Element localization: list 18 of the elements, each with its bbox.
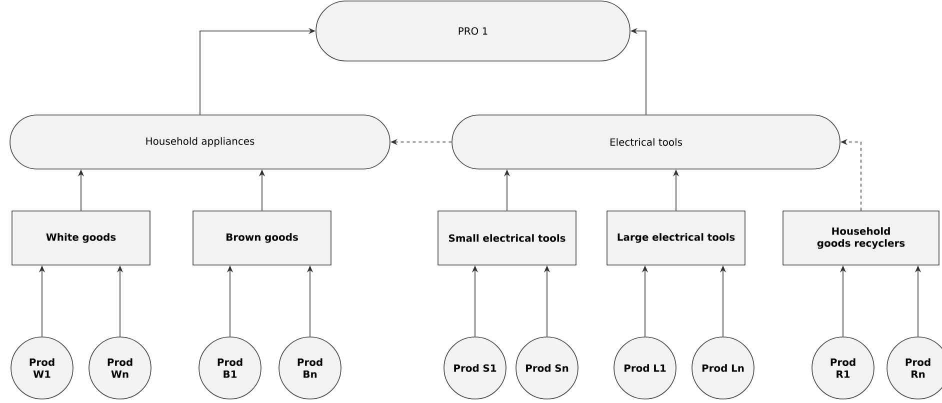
category-box: Brown goods [192, 210, 332, 266]
rounded-box: PRO 1 [316, 0, 630, 62]
circle-node: Prod R1 [812, 336, 874, 400]
circle-node: Prod Sn [516, 336, 578, 400]
circle-node: Prod L1 [614, 336, 676, 400]
circle-node: Prod Ln [692, 336, 754, 400]
rounded-box: Electrical tools [452, 114, 840, 170]
circle-node: Prod Bn [278, 336, 342, 400]
category-box: Small electrical tools [438, 210, 576, 266]
circle-node: Prod B1 [198, 336, 262, 400]
circle-node: Prod W1 [10, 336, 74, 400]
circle-node: Prod Rn [886, 336, 942, 400]
circle-node: Prod Wn [88, 336, 152, 400]
rounded-box: Household appliances [10, 114, 390, 170]
category-box: White goods [12, 210, 150, 266]
circle-node: Prod S1 [444, 336, 506, 400]
category-box: Household goods recyclers [782, 210, 940, 266]
category-box: Large electrical tools [606, 210, 746, 266]
